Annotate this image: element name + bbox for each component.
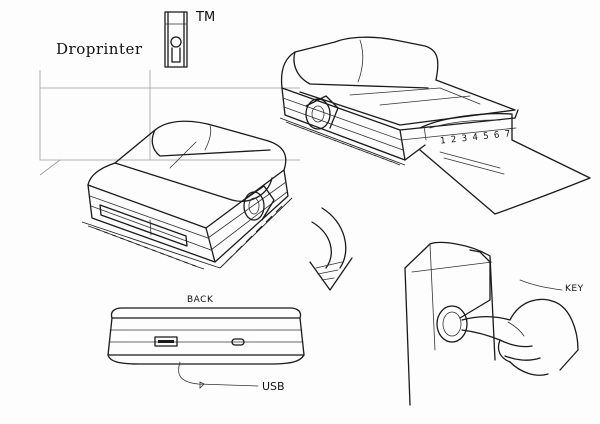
usb-leader-line: [178, 361, 259, 387]
key-label: KEY: [565, 284, 584, 294]
key-leader-line: [519, 279, 563, 291]
back-slot-icon: [231, 338, 245, 346]
back-label: BACK: [187, 295, 214, 305]
logo-mark-icon: [164, 11, 188, 68]
usb-port-icon: [154, 336, 178, 347]
printer-closed-sketch: [81, 120, 293, 270]
trademark-mark: TM: [196, 10, 216, 25]
perspective-guides: [39, 70, 300, 176]
curved-arrow: [309, 207, 353, 291]
printer-printing-sketch: [279, 36, 591, 215]
hand-pressing-key-sketch: [404, 241, 579, 406]
brand-name: Droprinter: [56, 40, 143, 58]
usb-label: USB: [262, 380, 285, 393]
printer-back-view-sketch: [107, 307, 305, 389]
